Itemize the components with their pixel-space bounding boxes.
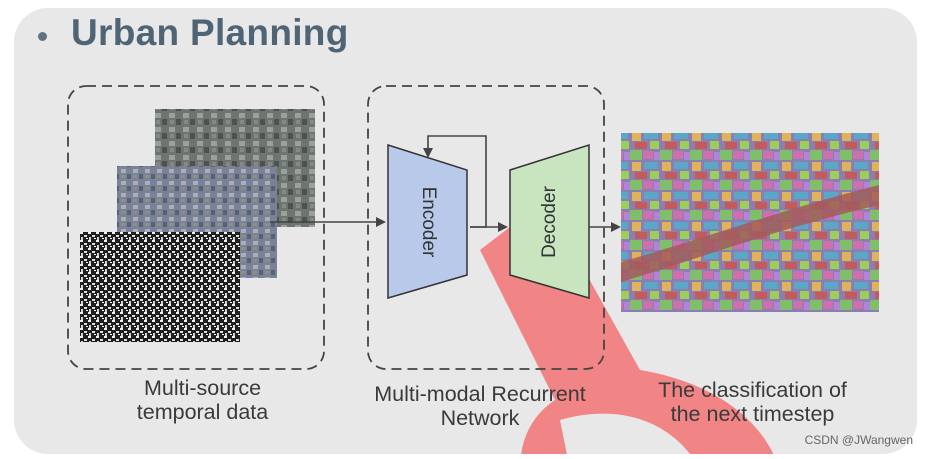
input-caption: Multi-source temporal data: [100, 376, 305, 424]
network-caption: Multi-modal Recurrent Network: [330, 382, 630, 430]
network-caption-line2: Network: [440, 406, 520, 430]
encoder-block: [387, 143, 468, 299]
input-caption-line1: Multi-source: [143, 376, 262, 400]
output-caption: The classification of the next timestep: [625, 378, 880, 426]
input-caption-line2: temporal data: [136, 400, 269, 424]
network-caption-line1: Multi-modal Recurrent: [374, 382, 586, 406]
bullet-icon: [38, 31, 47, 41]
watermark: CSDN @JWangwen: [804, 433, 913, 447]
decoder-label: Decoder: [539, 185, 560, 257]
output-caption-line1: The classification of: [658, 378, 847, 402]
decoder-block: [509, 143, 590, 299]
input-group-frame: [67, 85, 325, 370]
encoder-label: Encoder: [418, 187, 439, 258]
network-group-frame: [367, 85, 605, 370]
title-row: Urban Planning: [38, 12, 349, 54]
classification-road: [621, 185, 879, 282]
output-caption-line2: the next timestep: [670, 402, 835, 426]
slide-title: Urban Planning: [71, 12, 349, 53]
satellite-image-bw: [80, 232, 240, 342]
